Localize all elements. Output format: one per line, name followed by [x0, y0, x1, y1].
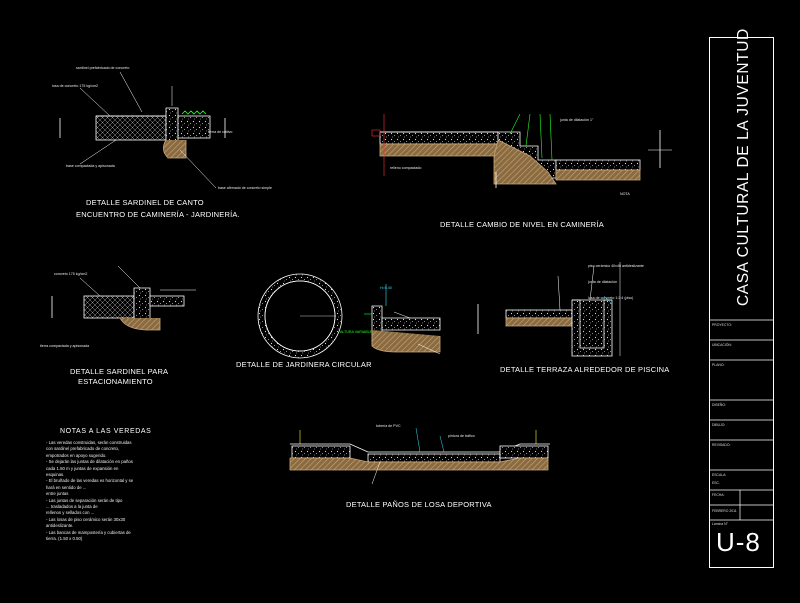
caption-sardinel-estac-1: DETALLE SARDINEL PARA: [70, 367, 169, 376]
caption-sardinel-canto-1: DETALLE SARDINEL DE CANTO: [86, 198, 204, 207]
detail-terraza-piscina-drawing: [477, 262, 621, 357]
annotation-label: relleno compactado: [390, 166, 422, 170]
annotation-label: tierra compactada y apisonada: [40, 344, 90, 348]
annotation-label: losa de concreto 1:2:4 (piso): [588, 296, 634, 300]
note-line: ... trasladados a la junta de: [46, 504, 98, 510]
annotation-label: base afirmado de concreto simple: [218, 186, 272, 190]
annotation-label: NOTA: [620, 192, 630, 196]
title-block-field: UBICACIÓN:: [712, 343, 732, 347]
title-block-field: DISEÑO:: [712, 403, 726, 407]
caption-sardinel-estac-2: ESTACIONAMIENTO: [78, 377, 153, 386]
title-block-lines: [709, 319, 774, 521]
note-line: esquinas.: [46, 472, 65, 478]
note-line: - Las losas de piso cerámico serán 30x30: [46, 516, 126, 522]
annotation-label: junta de dilatación: [588, 280, 617, 284]
note-line: - Las bancas de mampostería y cubiertas …: [46, 529, 131, 535]
detail-cambio-nivel-drawing: [371, 113, 672, 188]
notes-title: NOTAS A LAS VEREDAS: [60, 428, 152, 435]
title-block-field: ESCALA:: [712, 473, 727, 477]
caption-sardinel-canto-2: ENCUENTRO DE CAMINERÍA - JARDINERÍA.: [76, 210, 240, 219]
title-block-field: PLANO:: [712, 363, 725, 367]
title-block-field: REVISADO:: [712, 443, 731, 447]
annotation-label: sardinel prefabricado de concreto: [76, 66, 130, 70]
annotation-label: losa de concreto 175 kg/cm2: [52, 84, 98, 88]
annotation-label: tubería de PVC: [376, 424, 401, 428]
note-line: entre juntas: [46, 491, 69, 497]
note-line: hará en sentido de ...: [46, 484, 87, 490]
annotation-label: tierra de cultivo: [208, 130, 233, 134]
title-block-field: DIBUJO:: [712, 423, 726, 427]
detail-jardinera-circular-drawing: [257, 273, 441, 359]
note-line: empotrados en apoyo sugerido.: [46, 452, 107, 458]
note-line: con sardinel prefabricado de concreto,: [46, 446, 120, 452]
caption-cambio-nivel: DETALLE CAMBIO DE NIVEL EN CAMINERÍA: [440, 220, 604, 229]
annotation-label: base compactada y apisonada: [66, 164, 115, 168]
detail-sardinel-estacionamiento-drawing: [51, 265, 196, 331]
title-block-field: PROYECTO:: [712, 323, 732, 327]
annotation-label: junta de dilatación 1": [560, 118, 594, 122]
title-block-field: FECHA:: [712, 493, 725, 497]
note-line: - Las veredas construidas, serán constru…: [46, 440, 132, 445]
note-line: rellenos y sellados con ...: [46, 510, 95, 516]
sheet-number-label: Lámina N°: [712, 522, 728, 526]
annotation-label: ALTURA VARIABLE: [340, 330, 373, 334]
note-line: tierra. (1.50 x 0.50): [46, 536, 83, 542]
annotation-label: concreto 175 kg/cm2: [54, 272, 88, 276]
notes-list: - Las veredas construidas, serán constru…: [46, 440, 133, 543]
caption-jardinera-circular: DETALLE DE JARDINERA CIRCULAR: [236, 360, 372, 369]
detail-sardinel-canto-drawing: [59, 71, 226, 189]
note-line: - El bruñado de las veredas es horizonta…: [46, 478, 134, 484]
note-line: - Se dejarán las juntas de dilatación en…: [46, 459, 133, 465]
project-title: CASA CULTURAL DE LA JUVENTUD: [735, 28, 752, 306]
note-line: - Las juntas de separación serán de tipo: [46, 497, 123, 503]
scale-label: ESC.: [712, 481, 720, 485]
date-value: FEBRERO 2011: [712, 509, 737, 513]
title-block: [709, 37, 774, 568]
note-line: cada 1.50 m y juntas de expansión en: [46, 465, 119, 471]
caption-losa-deportiva: DETALLE PAÑOS DE LOSA DEPORTIVA: [346, 500, 492, 509]
sheet-number: U-8: [716, 527, 761, 557]
annotation-label: piso cerámico 40x40 antideslizante: [588, 264, 644, 268]
annotation-label: pintura de tráfico: [448, 434, 475, 438]
note-line: antideslizante.: [46, 523, 74, 529]
caption-terraza-piscina: DETALLE TERRAZA ALREDEDOR DE PISCINA: [500, 365, 670, 374]
detail-losa-deportiva-drawing: [289, 427, 550, 485]
annotation-label: H=0.40: [380, 286, 392, 290]
